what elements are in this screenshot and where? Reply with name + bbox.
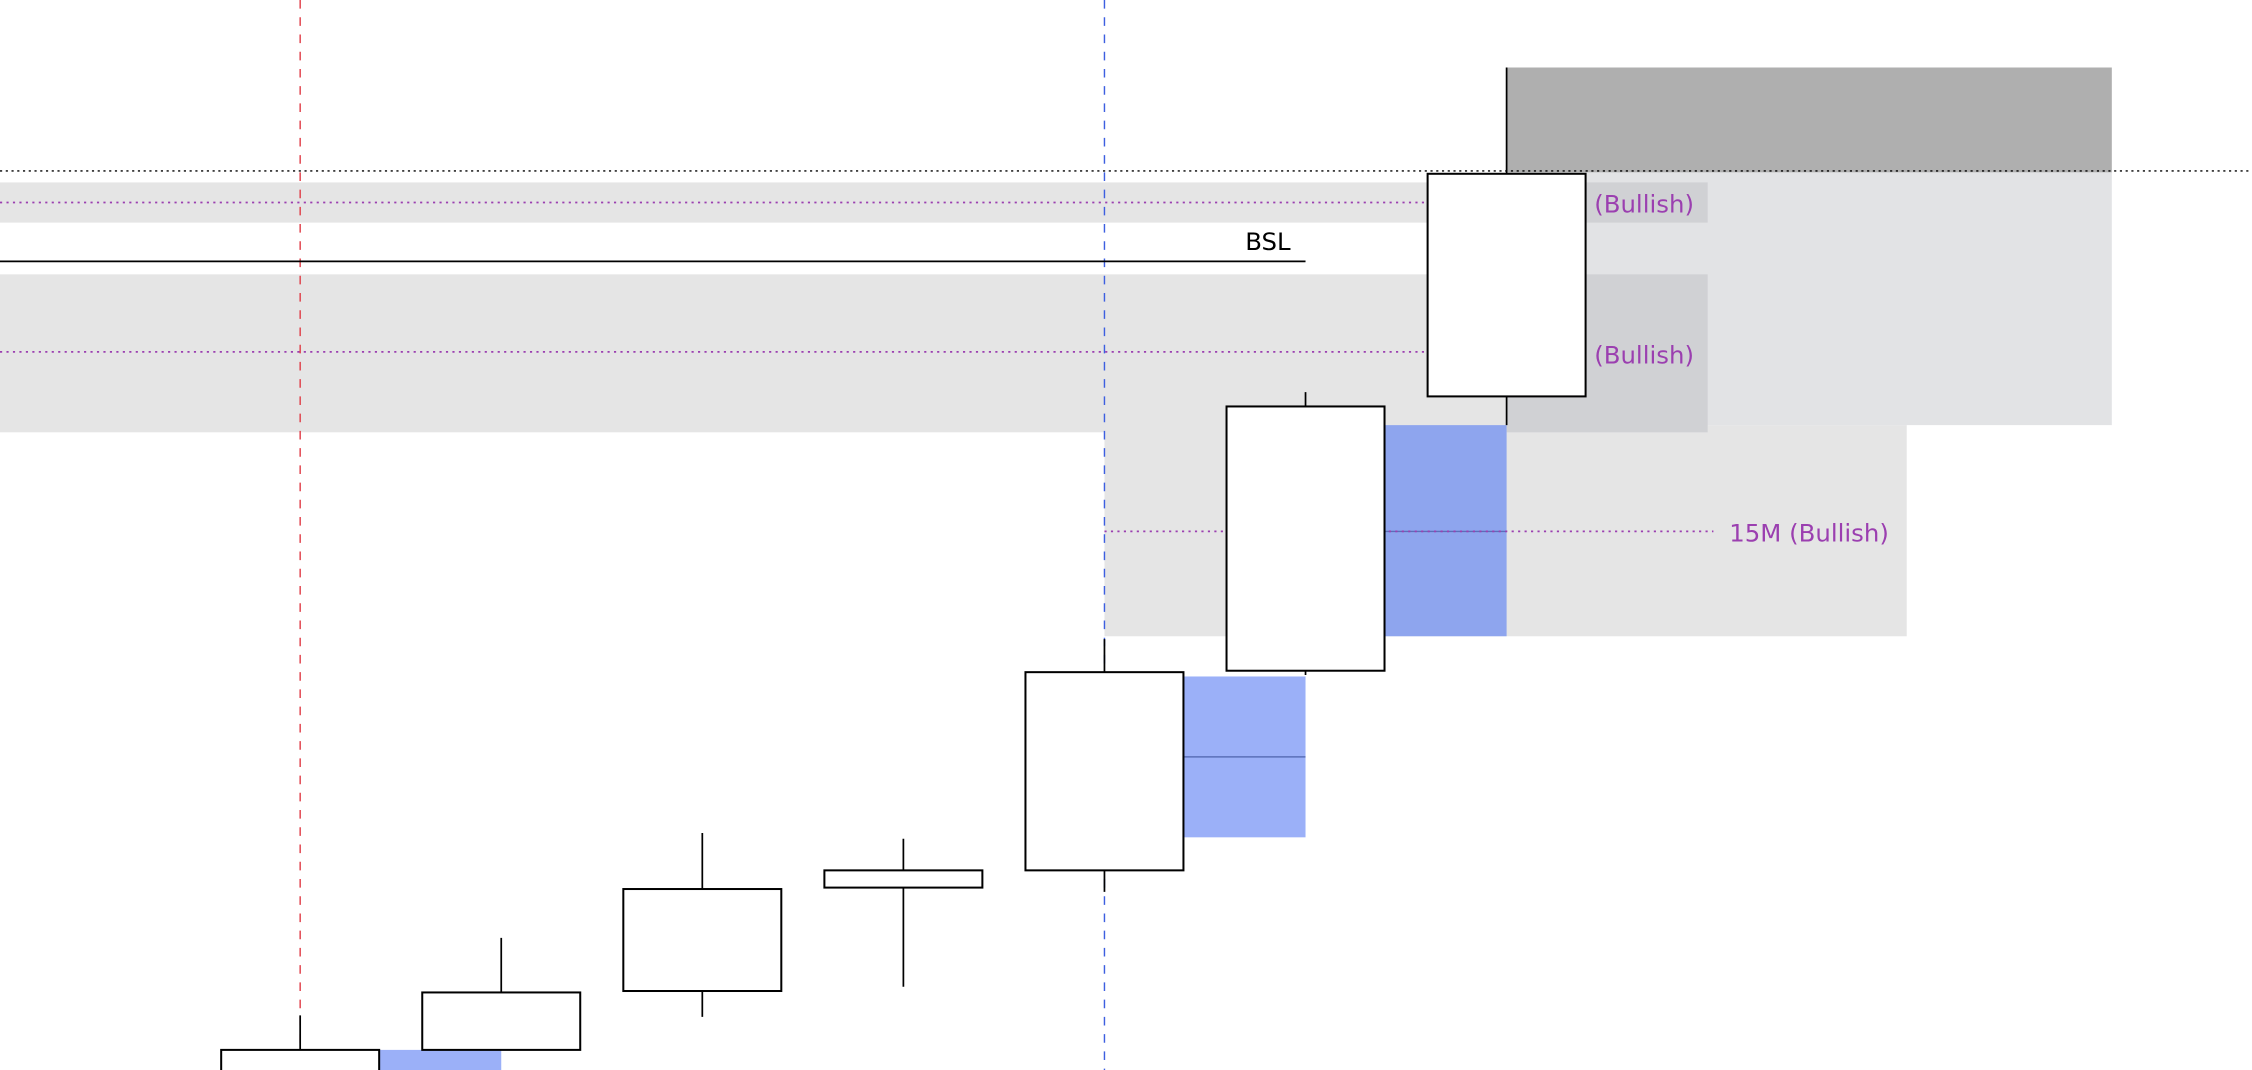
candle-body: [823, 869, 984, 889]
candle-body: [1024, 671, 1185, 872]
premium-box: [1506, 67, 2112, 173]
fair-value-gap: [378, 1049, 502, 1070]
htf-zone-2: [0, 274, 1708, 433]
candle-body: [421, 991, 582, 1051]
zone-label-1: (Bullish): [1594, 190, 1694, 219]
candle-body: [622, 888, 783, 993]
candle-body: [1426, 172, 1587, 398]
candle-body: [1225, 405, 1386, 672]
candle-body: [220, 1048, 381, 1070]
candles-layer: [220, 67, 1587, 1070]
zone-label-2: (Bullish): [1594, 340, 1694, 369]
boxes-layer: [1506, 67, 2112, 433]
zone-label-15m: 15M (Bullish): [1729, 518, 1889, 547]
bsl-label: BSL: [1245, 227, 1291, 256]
